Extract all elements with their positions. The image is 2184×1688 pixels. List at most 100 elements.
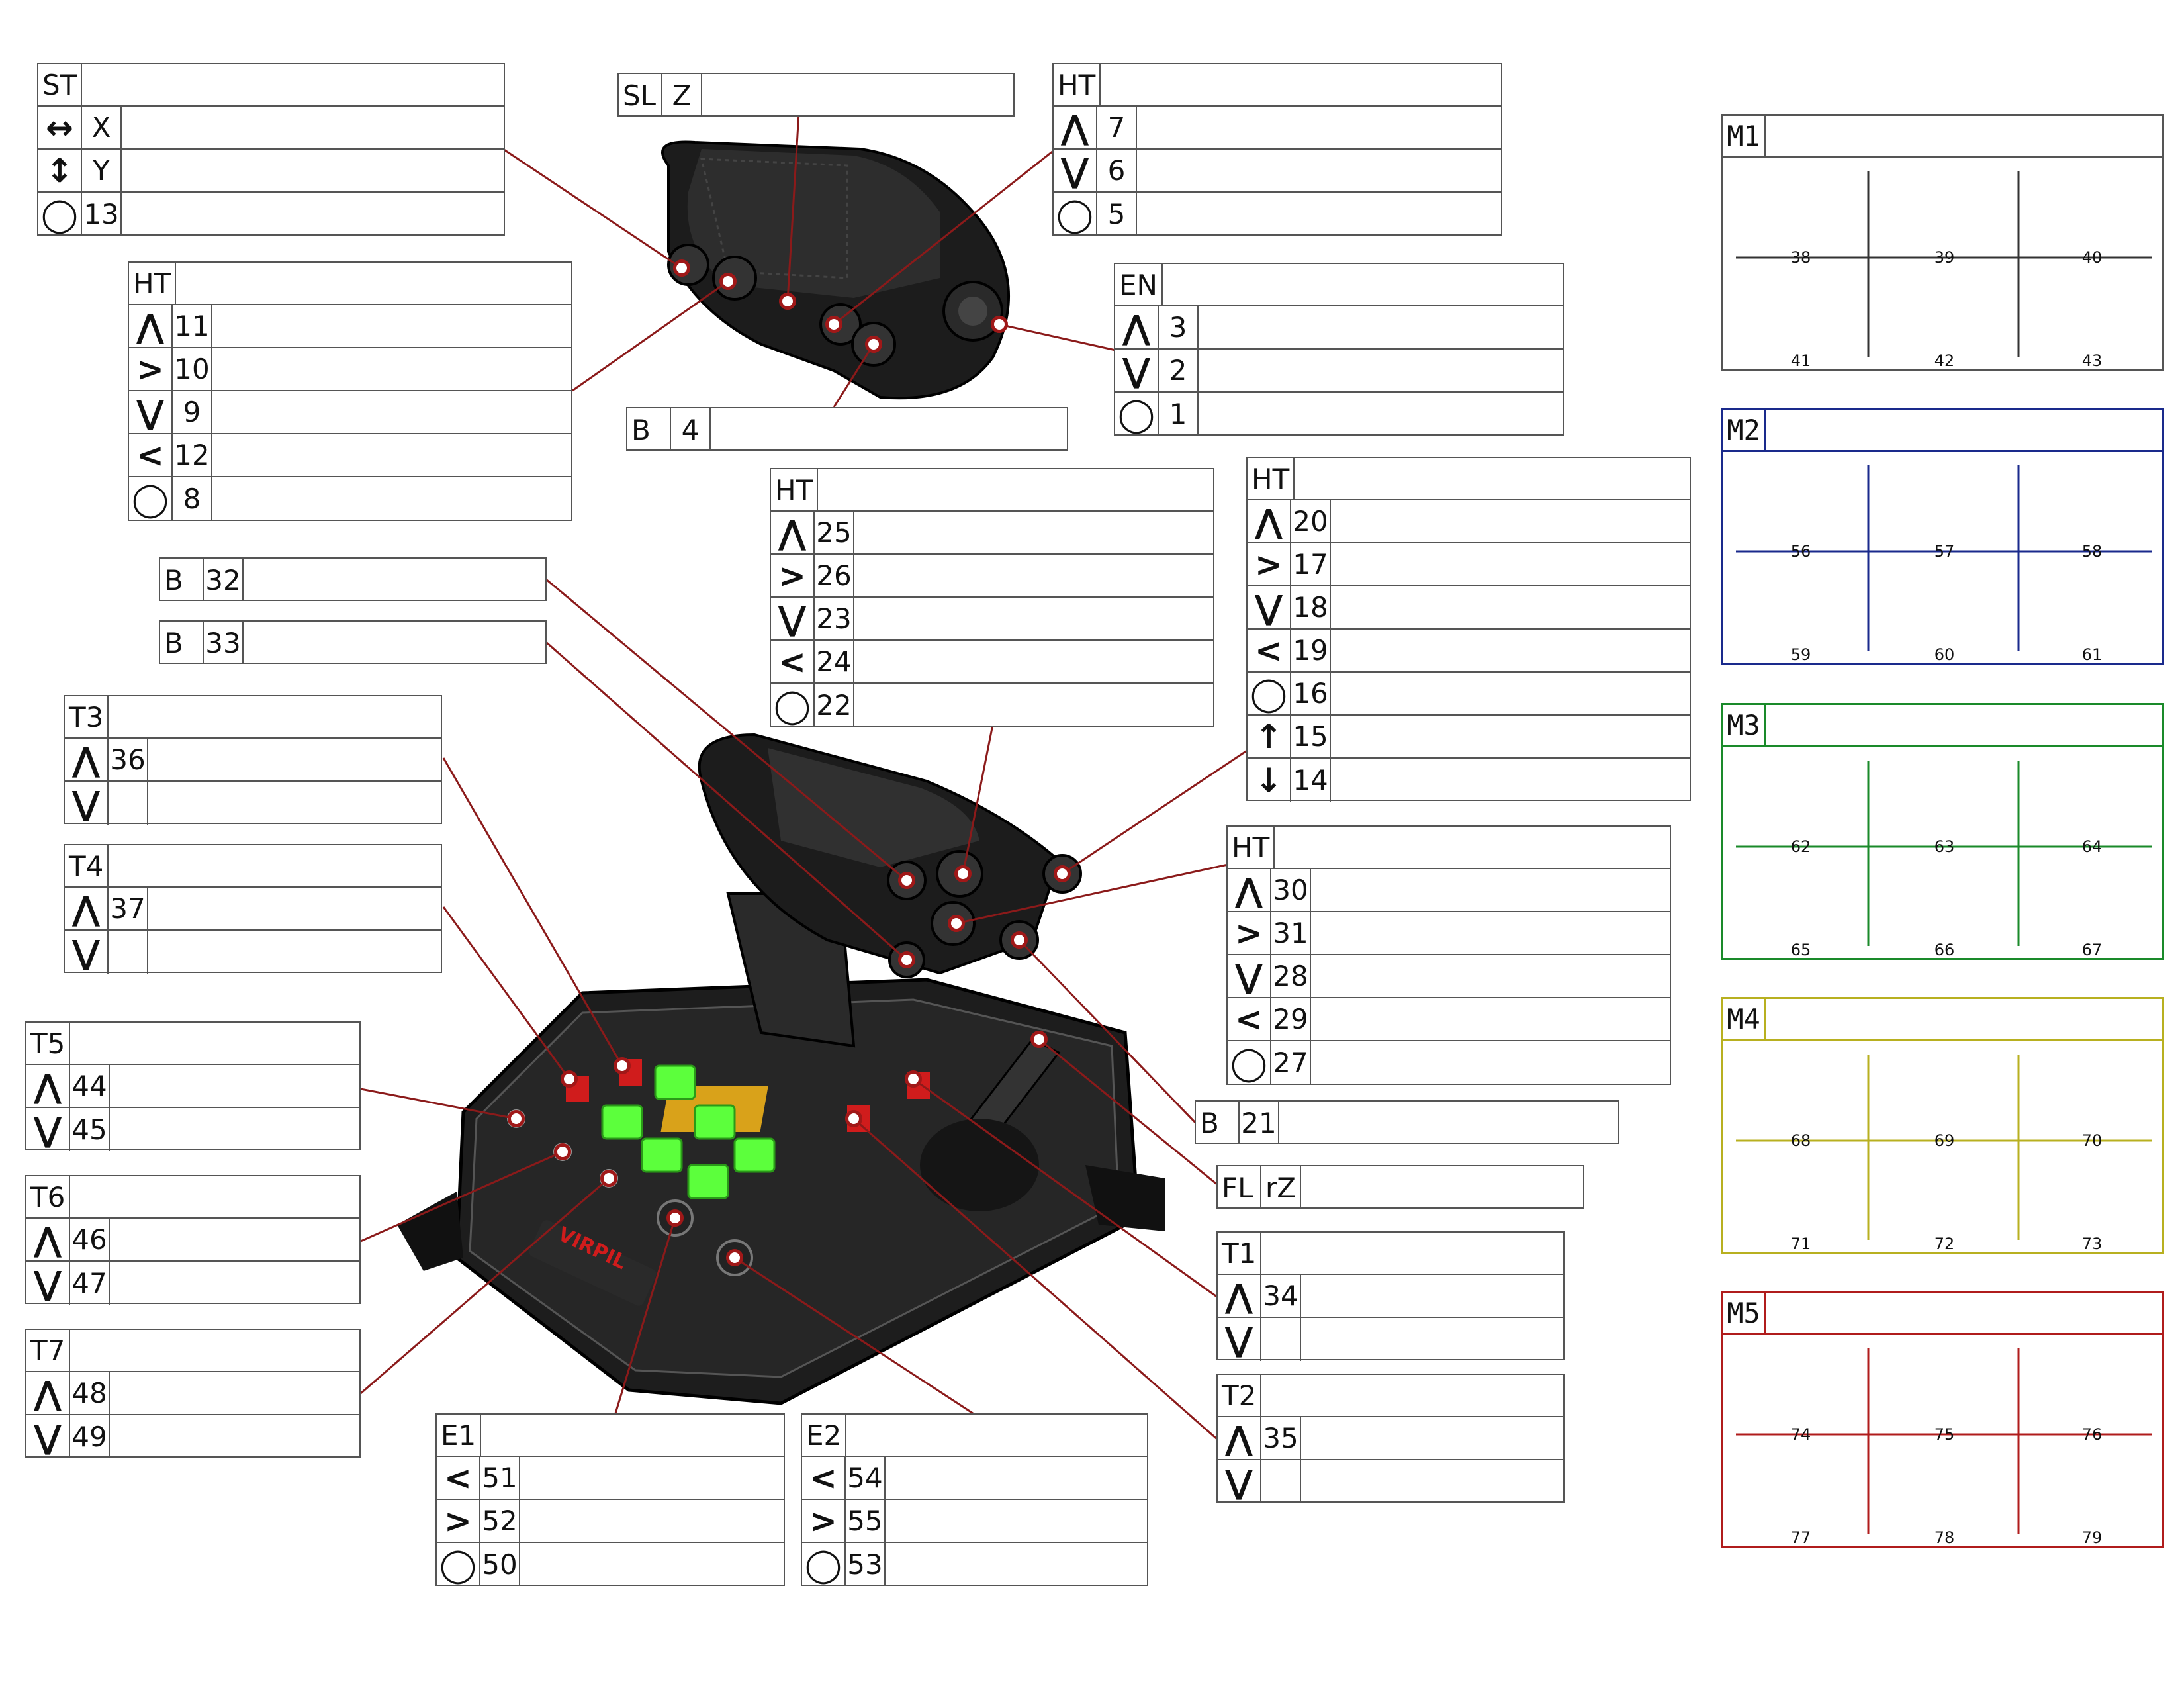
box-code: E2 (802, 1415, 847, 1456)
grid-label: 39 (1934, 248, 1955, 267)
row-value: 6 (1097, 150, 1137, 191)
box-code: T4 (65, 845, 109, 886)
row-value: 27 (1271, 1041, 1311, 1084)
chevron-down-icon: ⋁ (1248, 586, 1291, 628)
row-value: 12 (173, 434, 212, 476)
left-right-arrow-icon: ↔ (38, 107, 82, 148)
grid-label: 59 (1790, 645, 1811, 664)
chevron-left-icon: < (437, 1457, 480, 1499)
box-code: T2 (1218, 1375, 1262, 1416)
row-value: 16 (1291, 673, 1331, 714)
row-value: 52 (480, 1500, 520, 1542)
row-value: 55 (846, 1500, 886, 1542)
connector-dot (561, 1070, 578, 1088)
box-code-2: rZ (1261, 1166, 1301, 1209)
row-value: 30 (1271, 869, 1311, 911)
grid-label: 71 (1790, 1235, 1811, 1253)
box-code-2: 4 (671, 408, 711, 451)
chevron-right-icon: > (1228, 912, 1271, 954)
row-value: 3 (1159, 306, 1199, 348)
row-value: 14 (1291, 759, 1331, 802)
ht-right-box: HT ⋀20 >17 ⋁18 <19 ◯16 ↑15 ↓14 (1246, 457, 1691, 802)
chevron-down-icon: ⋁ (1228, 955, 1271, 997)
arrow-down-icon: ↓ (1248, 759, 1291, 802)
grid-label: 62 (1790, 837, 1811, 856)
row-value: 44 (70, 1065, 110, 1107)
box-code: HT (1228, 827, 1275, 868)
row-value: 34 (1261, 1275, 1301, 1317)
box-code: T6 (26, 1176, 71, 1217)
connector-dot (1011, 931, 1028, 949)
connector-dot (554, 1143, 571, 1160)
connector-dot (614, 1057, 631, 1074)
m-code: M3 (1723, 705, 1766, 745)
box-code: B (160, 559, 204, 601)
row-value: 28 (1271, 955, 1311, 997)
box-code: B (627, 408, 671, 451)
row-value: X (82, 107, 122, 148)
circle-icon: ◯ (129, 477, 173, 520)
chevron-down-icon: ⋁ (65, 782, 109, 825)
t3-box: T3 ⋀36 ⋁ (64, 695, 442, 825)
box-code: SL (619, 74, 662, 117)
chevron-down-icon: ⋁ (26, 1108, 70, 1151)
chevron-right-icon: > (437, 1500, 480, 1542)
ht-low-box: HT ⋀30 >31 ⋁28 <29 ◯27 (1226, 825, 1671, 1085)
grid-label: 68 (1790, 1131, 1811, 1150)
grid-label: 66 (1934, 941, 1955, 959)
chevron-right-icon: > (771, 555, 815, 596)
grid-label: 72 (1934, 1235, 1955, 1253)
row-value: 29 (1271, 998, 1311, 1040)
box-code-2: 33 (204, 622, 244, 664)
chevron-right-icon: > (129, 348, 173, 390)
m4-grid: M4 68 69 70 71 72 73 (1721, 997, 2164, 1254)
grid-label: 60 (1934, 645, 1955, 664)
circle-icon: ◯ (437, 1543, 480, 1586)
grid-label: 57 (1934, 542, 1955, 561)
row-value: 17 (1291, 543, 1331, 585)
connector-dot (673, 259, 690, 277)
m3-grid: M3 62 63 64 65 66 67 (1721, 703, 2164, 960)
box-code: EN (1115, 264, 1163, 305)
grid-lines (1736, 1055, 2152, 1240)
connector-dot (898, 872, 915, 889)
box-code: HT (129, 263, 177, 304)
row-value: 37 (109, 888, 148, 929)
row-value (109, 931, 148, 974)
connector-dot (1030, 1031, 1048, 1048)
row-value: 45 (70, 1108, 110, 1151)
box-code: HT (1054, 64, 1101, 105)
chevron-down-icon: ⋁ (26, 1415, 70, 1458)
connector-dot (719, 273, 737, 290)
st-box: ST ↔X ↕Y ◯13 (37, 63, 505, 236)
connector-dot (825, 316, 842, 333)
chevron-down-icon: ⋁ (771, 598, 815, 639)
grid-label: 61 (2081, 645, 2103, 664)
chevron-down-icon: ⋁ (1115, 350, 1159, 391)
row-value: 13 (82, 193, 122, 236)
en-box: EN ⋀3 ⋁2 ◯1 (1114, 263, 1564, 436)
box-code: ST (38, 64, 83, 105)
connector-dot (865, 336, 882, 353)
row-value: 8 (173, 477, 212, 520)
box-code: B (160, 622, 204, 664)
t7-box: T7 ⋀48 ⋁49 (25, 1329, 361, 1458)
box-code: HT (1248, 458, 1295, 499)
chevron-up-icon: ⋀ (26, 1219, 70, 1260)
circle-icon: ◯ (38, 193, 82, 236)
grid-label: 43 (2081, 352, 2103, 370)
connector-dot (508, 1110, 525, 1127)
connector-dot (905, 1070, 922, 1088)
chevron-right-icon: > (1248, 543, 1291, 585)
chevron-up-icon: ⋀ (65, 739, 109, 780)
row-value: 54 (846, 1457, 886, 1499)
chevron-up-icon: ⋀ (129, 305, 173, 347)
chevron-down-icon: ⋁ (65, 931, 109, 974)
connector-dot (726, 1249, 743, 1266)
circle-icon: ◯ (771, 684, 815, 727)
row-value: 15 (1291, 716, 1331, 757)
grid-label: 41 (1790, 352, 1811, 370)
row-value: 11 (173, 305, 212, 347)
